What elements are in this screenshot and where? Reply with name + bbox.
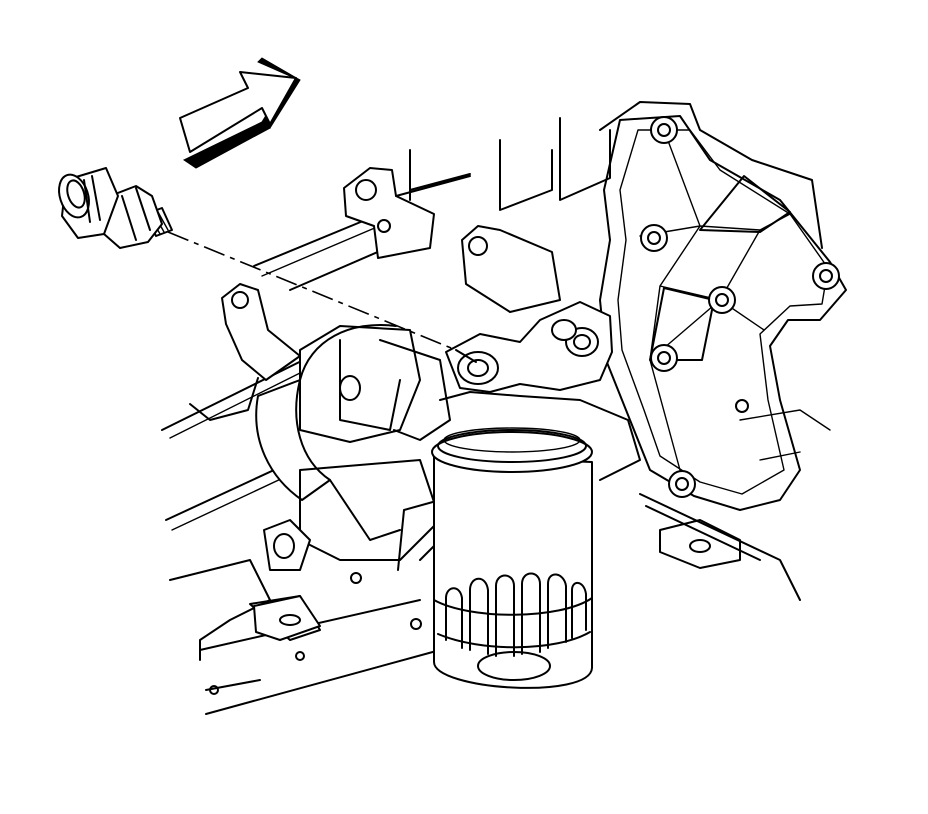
cover-bolt <box>668 470 696 498</box>
cover-bolt <box>650 116 678 144</box>
cover-bolt <box>640 224 668 252</box>
oil-pressure-sensor <box>58 167 173 249</box>
cover-bolt <box>708 286 736 314</box>
front-direction-arrow-icon <box>179 57 301 169</box>
cover-bolt <box>812 262 840 290</box>
engine-block <box>161 101 847 715</box>
installation-path-line <box>167 231 477 363</box>
oil-filter <box>431 427 593 689</box>
cover-bolt <box>650 344 678 372</box>
